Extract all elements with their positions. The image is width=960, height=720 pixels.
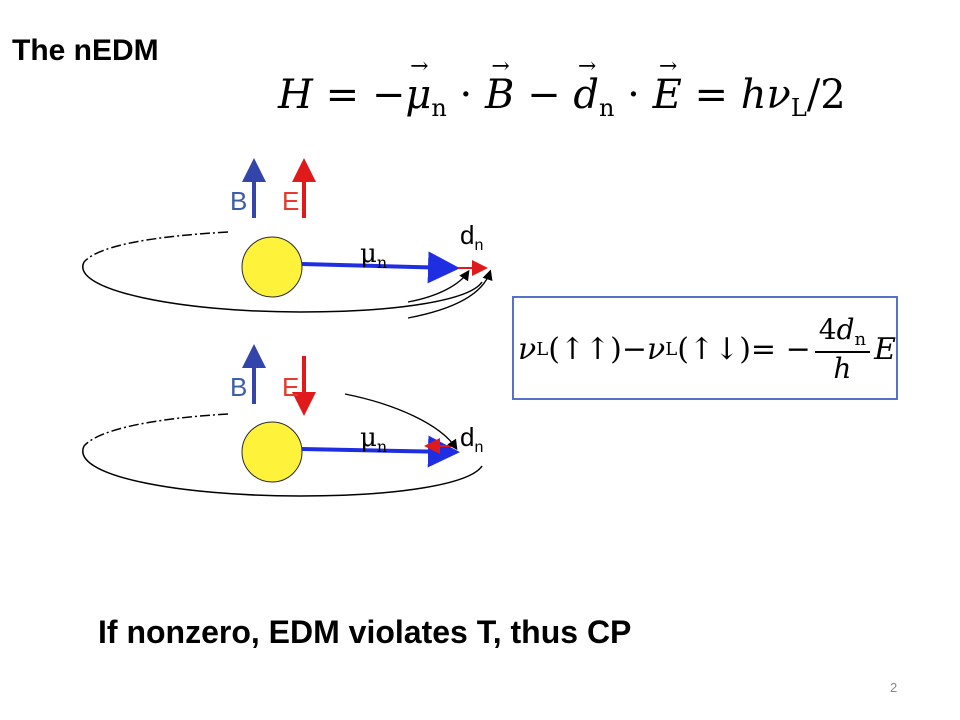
top-rotation-arrow-outer	[407, 269, 493, 319]
bottom-precession-orbit	[82, 445, 483, 497]
bottom-precession-orbit-dashed	[83, 413, 229, 447]
top-e-label: E	[282, 186, 299, 216]
bottom-rotation-arrow	[344, 393, 458, 451]
top-precession-orbit	[82, 261, 483, 313]
page-number: 2	[890, 680, 898, 695]
top-panel: B E μn dn	[82, 158, 493, 319]
top-mu-subscript: n	[377, 253, 387, 272]
top-rotation-arrow-inner	[407, 269, 470, 303]
top-d-symbol: d	[460, 220, 474, 250]
dot-operator-2: ·	[614, 72, 653, 118]
equals: =	[681, 72, 741, 118]
conclusion-text: If nonzero, EDM violates T, thus CP	[98, 614, 632, 650]
bottom-panel: B E μn dn	[82, 344, 483, 497]
fraction-numerator: 4dn	[814, 313, 871, 353]
over-two: /2	[806, 72, 846, 118]
hamiltonian-equation: H = −μn · B − dn · E = hνL/2	[278, 72, 846, 122]
numerator-coefficient: 4	[818, 313, 837, 346]
bottom-d-symbol: d	[460, 422, 474, 452]
top-mu-arrow	[301, 251, 460, 284]
e-vector: E	[653, 72, 682, 118]
bottom-d-label: dn	[460, 422, 483, 456]
mu-subscript: n	[431, 94, 447, 122]
equals-minus: = −	[312, 72, 406, 118]
top-mu-label: μn	[360, 239, 387, 272]
spin-state-parallel: (↑↑)	[548, 331, 622, 367]
minus-sign: −	[621, 331, 648, 367]
spin-state-antiparallel: (↑↓)	[677, 331, 751, 367]
bottom-mu-symbol: μ	[360, 423, 377, 453]
dot-operator: ·	[446, 72, 485, 118]
nu-symbol-1: ν	[518, 331, 537, 367]
slide-title: The nEDM	[12, 34, 159, 67]
mu-vector: μ	[405, 72, 431, 118]
bottom-b-label: B	[230, 372, 247, 402]
numerator-d: d	[836, 313, 855, 346]
minus-operator: −	[514, 72, 574, 118]
bottom-mu-subscript: n	[377, 437, 387, 456]
nu-symbol-2: ν	[647, 331, 666, 367]
electric-field-symbol: E	[874, 331, 896, 367]
numerator-d-subscript: n	[854, 329, 867, 350]
b-vector: B	[485, 72, 514, 118]
d-subscript: n	[598, 94, 615, 122]
equals-minus-sign: = −	[750, 331, 811, 367]
top-mu-symbol: μ	[360, 239, 377, 269]
nu-subscript-1: L	[536, 338, 549, 360]
top-b-label: B	[230, 186, 247, 216]
bottom-mu-label: μn	[360, 423, 387, 456]
frequency-shift-box	[512, 296, 898, 400]
fraction-denominator: h	[833, 351, 852, 385]
fraction: 4dn h	[814, 313, 871, 385]
bottom-neutron	[241, 421, 303, 483]
top-neutron	[241, 236, 303, 298]
h-nu: hν	[740, 72, 791, 118]
top-precession-orbit-dashed	[83, 231, 229, 263]
hamiltonian-symbol: H	[278, 72, 313, 118]
nu-subscript: L	[790, 94, 807, 122]
top-d-subscript: n	[474, 237, 483, 254]
bottom-e-label: E	[282, 372, 299, 402]
d-vector: d	[573, 72, 599, 118]
top-d-label: dn	[460, 220, 483, 254]
nu-subscript-2: L	[665, 338, 678, 360]
bottom-d-subscript: n	[474, 439, 483, 456]
